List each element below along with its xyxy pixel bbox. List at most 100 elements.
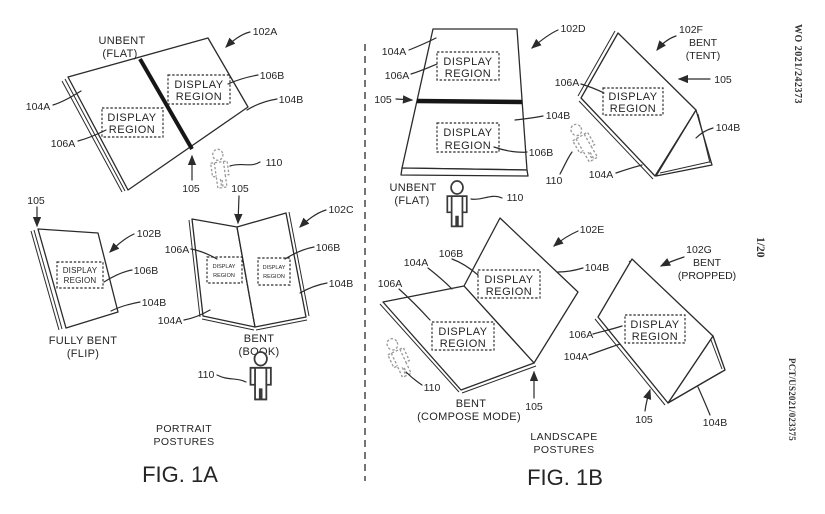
display-region-box	[101, 107, 164, 138]
display-region-box	[477, 269, 541, 299]
leader-104a	[408, 37, 437, 51]
ref-label-104a: 104A	[589, 169, 614, 181]
ref-label-102g: 102G	[686, 244, 712, 256]
ref-arrow-102b	[109, 233, 135, 253]
leader-106b	[103, 269, 133, 283]
flat1a-title: UNBENT	[98, 35, 145, 47]
ref-arrow-105	[395, 95, 414, 104]
device-1b-bent-tent: DISPLAY REGION 102F BENT (TENT) 105 106A…	[546, 24, 741, 187]
fig1a-figure-label: FIG. 1A	[142, 462, 218, 487]
leader-106a	[592, 325, 623, 335]
ref-arrow-102c	[299, 209, 327, 228]
ref-label-110: 110	[546, 175, 563, 187]
flip-thickness-line	[33, 229, 63, 330]
ref-arrow-102f	[656, 35, 677, 51]
ref-label-106a: 106A	[569, 329, 594, 341]
ref-label-110: 110	[198, 369, 215, 381]
display-region-label: REGION	[213, 273, 235, 279]
display-region-box	[624, 314, 686, 344]
book-thickness-line	[188, 219, 201, 318]
display-region-box	[431, 321, 495, 351]
tent-title: (TENT)	[686, 50, 720, 62]
leader-104a	[615, 164, 643, 174]
leader-106b	[284, 246, 315, 260]
user-figure-icon	[249, 351, 272, 401]
ref-label-105: 105	[182, 183, 200, 195]
ref-label-104a: 104A	[404, 257, 429, 269]
ref-label-104b: 104B	[279, 94, 304, 106]
display-region-label: DISPLAY	[443, 56, 492, 68]
leader-106a	[398, 288, 431, 321]
flat1b-hinge	[416, 98, 523, 105]
propped-main-panel	[597, 258, 714, 404]
leader-104b	[110, 301, 141, 312]
device-1b-bent-propped: DISPLAY REGION 102G BENT (PROPPED) 106A …	[564, 244, 736, 429]
ref-label-105: 105	[714, 74, 732, 86]
fig1a-group: DISPLAY REGION DISPLAY REGION UNBENT (FL…	[26, 26, 354, 487]
tent-leg-line	[697, 113, 711, 164]
ref-label-106a: 106A	[555, 77, 580, 89]
publication-number: WO 2021/242373	[792, 24, 803, 104]
compose-lower-panel	[382, 285, 535, 391]
ref-label-102f: 102F	[679, 24, 703, 36]
device-1a-fully-bent-flip: DISPLAY REGION 105 102B 106B 104B FULLY …	[27, 195, 166, 360]
leader-104a	[52, 90, 82, 106]
leader-104b	[246, 98, 278, 111]
sheet-number: 1/20	[754, 237, 766, 258]
leader-110	[216, 374, 247, 383]
fig1a-group-caption: POSTURES	[154, 436, 215, 448]
tent-title: BENT	[689, 37, 718, 49]
display-region-label: DISPLAY	[263, 265, 286, 271]
user-figure-icon	[565, 120, 602, 165]
leader-104a	[588, 343, 621, 356]
display-region-label: REGION	[176, 91, 222, 103]
leader-110	[559, 151, 573, 175]
book-title: BENT	[244, 333, 275, 345]
propped-thickness-line	[594, 318, 666, 406]
ref-label-102a: 102A	[253, 26, 278, 38]
ref-label-105: 105	[525, 401, 543, 413]
book-thickness-line	[288, 211, 310, 317]
fig1b-group: DISPLAY REGION DISPLAY REGION 104A 106A …	[374, 23, 740, 490]
flip-title: FULLY BENT	[49, 335, 118, 347]
compose-thickness-line	[461, 365, 537, 394]
device-1a-bent-book: DISPLAY REGION DISPLAY REGION 105 102C 1…	[158, 183, 354, 401]
ref-label-104a: 104A	[564, 351, 589, 363]
ref-label-104b: 104B	[142, 297, 167, 309]
ref-label-104a: 104A	[158, 315, 183, 327]
display-region-box	[436, 51, 500, 81]
ref-arrow-102a	[225, 31, 251, 48]
ref-label-106a: 106A	[378, 278, 403, 290]
ref-label-102b: 102B	[137, 228, 162, 240]
ref-label-105: 105	[635, 414, 653, 426]
ref-label-102e: 102E	[580, 224, 605, 236]
ref-label-106a: 106A	[51, 138, 76, 150]
ref-label-102d: 102D	[560, 23, 586, 35]
display-region-box	[206, 256, 243, 284]
leader-104b	[557, 267, 584, 273]
flip-body	[37, 228, 119, 329]
display-region-label: REGION	[632, 331, 678, 343]
display-region-label: DISPLAY	[107, 112, 156, 124]
display-region-label: REGION	[486, 286, 532, 298]
ref-label-104b: 104B	[546, 110, 571, 122]
leader-106a	[77, 129, 107, 142]
flat1a-title: (FLAT)	[102, 48, 137, 60]
application-number: PCT/US2021/023375	[787, 358, 797, 441]
leader-104a	[183, 309, 211, 321]
flat1a-body	[67, 37, 249, 191]
leader-110	[470, 195, 503, 200]
ref-label-104a: 104A	[26, 101, 51, 113]
ref-label-104b: 104B	[329, 278, 354, 290]
display-region-label: DISPLAY	[63, 266, 98, 275]
ref-label-105: 105	[374, 94, 392, 106]
display-region-label: REGION	[64, 276, 97, 285]
user-figure-icon	[208, 147, 232, 190]
leader-106a	[410, 63, 438, 75]
leader-104b	[299, 282, 328, 294]
compose-thickness-line	[379, 303, 460, 393]
display-region-label: REGION	[610, 103, 656, 115]
display-region-label: REGION	[440, 338, 486, 350]
